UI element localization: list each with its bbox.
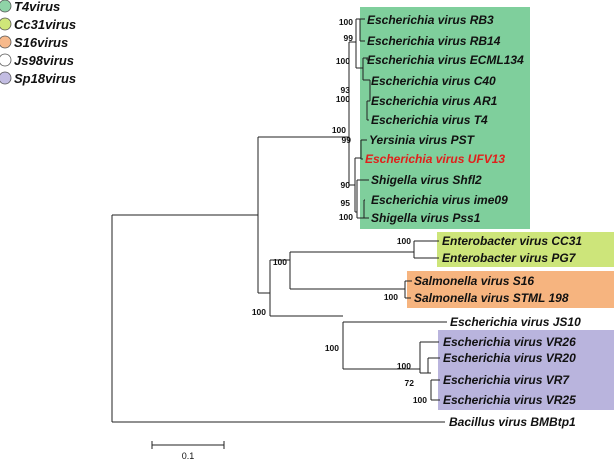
taxon-label: Shigella virus Shfl2 (371, 173, 482, 187)
bootstrap-value: 100 (384, 292, 398, 302)
legend-swatch-cc31virus (0, 17, 12, 31)
bootstrap-value: 72 (405, 378, 415, 388)
clade-band-t4virus (360, 7, 530, 229)
clade-band-cc31virus (437, 232, 614, 267)
taxon-label: Salmonella virus S16 (414, 274, 534, 288)
bootstrap-value: 100 (336, 94, 350, 104)
bootstrap-value: 100 (332, 125, 346, 135)
taxon-label: Escherichia virus C40 (371, 74, 496, 88)
bootstrap-value: 99 (344, 33, 354, 43)
bootstrap-value: 100 (397, 236, 411, 246)
legend-swatch-sp18virus (0, 71, 12, 85)
clade-band-sp18virus (438, 330, 614, 410)
legend-label-cc31virus: Cc31virus (14, 17, 76, 32)
bootstrap-value: 93 (341, 85, 351, 95)
legend-label-s16virus: S16virus (14, 35, 68, 50)
bootstrap-values: 100 99 100 93 100 100 99 90 95 100 100 1… (252, 17, 427, 405)
taxon-label: Escherichia virus AR1 (371, 94, 498, 108)
legend-label-t4virus: T4virus (14, 0, 60, 14)
legend-swatch-s16virus (0, 35, 12, 49)
scale-bar: 0.1 (151, 441, 225, 459)
taxon-label: Escherichia virus VR7 (443, 373, 570, 387)
bootstrap-value: 100 (339, 17, 353, 27)
taxon-label-highlighted: Escherichia virus UFV13 (365, 152, 505, 166)
legend-swatch-js98virus (0, 53, 12, 67)
scale-bar-line (151, 441, 225, 449)
clade-band-s16virus (407, 271, 614, 308)
bootstrap-value: 100 (252, 307, 266, 317)
bootstrap-value: 100 (339, 212, 353, 222)
taxon-label: Escherichia virus VR25 (443, 393, 576, 407)
taxon-label: Escherichia virus RB3 (367, 13, 494, 27)
tree-branches (111, 18, 447, 423)
legend-label-js98virus: Js98virus (14, 53, 74, 68)
taxon-label: Escherichia virus ECML134 (367, 53, 524, 67)
clade-backgrounds (360, 7, 614, 410)
taxon-label: Enterobacter virus PG7 (442, 251, 577, 265)
bootstrap-value: 100 (413, 395, 427, 405)
bootstrap-value: 100 (273, 257, 287, 267)
bootstrap-value: 100 (397, 361, 411, 371)
taxon-label: Enterobacter virus CC31 (442, 234, 582, 248)
bootstrap-value: 100 (325, 343, 339, 353)
taxon-label: Escherichia virus T4 (371, 113, 488, 127)
bootstrap-value: 90 (341, 180, 351, 190)
taxon-label: Escherichia virus RB14 (367, 34, 501, 48)
legend: T4virus Cc31virus S16virus Js98virus Sp1… (0, 0, 76, 86)
taxon-label: Salmonella virus STML 198 (414, 291, 569, 305)
legend-label-sp18virus: Sp18virus (14, 71, 76, 86)
legend-swatch-t4virus (0, 0, 12, 13)
taxon-label: Bacillus virus BMBtp1 (449, 415, 576, 429)
taxon-label: Escherichia virus ime09 (371, 193, 508, 207)
taxon-labels: Escherichia virus RB3 Escherichia virus … (365, 13, 582, 429)
bootstrap-value: 100 (336, 56, 350, 66)
bootstrap-value: 99 (342, 135, 352, 145)
taxon-label: Shigella virus Pss1 (371, 211, 481, 225)
taxon-label: Escherichia virus VR26 (443, 335, 576, 349)
taxon-label: Escherichia virus JS10 (450, 315, 581, 329)
scale-bar-label: 0.1 (182, 451, 195, 459)
taxon-label: Yersinia virus PST (369, 133, 476, 147)
taxon-label: Escherichia virus VR20 (443, 351, 576, 365)
bootstrap-value: 95 (341, 198, 351, 208)
